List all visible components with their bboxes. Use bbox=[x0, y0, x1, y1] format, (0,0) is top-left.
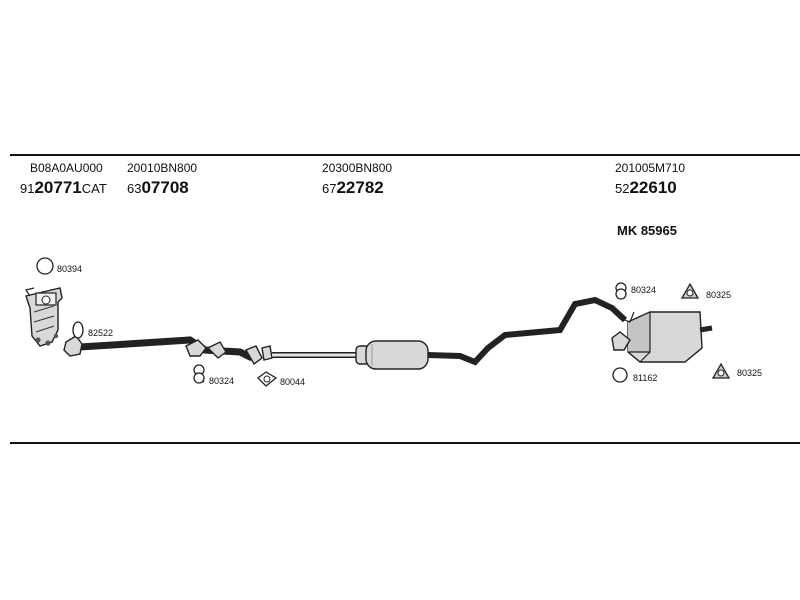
gasket-ring-icon bbox=[612, 367, 628, 383]
part-number: 20771 bbox=[34, 178, 81, 197]
fitting-80324-front: 80324 bbox=[193, 364, 234, 386]
svg-text:82522: 82522 bbox=[88, 328, 113, 338]
front-pipe-drawing bbox=[63, 335, 273, 366]
part-suffix: CAT bbox=[82, 181, 107, 196]
fitting-80394: 80394 bbox=[36, 257, 82, 275]
gasket-ring-icon bbox=[36, 257, 54, 275]
gasket-ring-icon bbox=[72, 321, 84, 339]
part-number: 22610 bbox=[629, 178, 676, 197]
catalytic-converter-drawing bbox=[25, 287, 63, 347]
middle-silencer-drawing bbox=[272, 296, 628, 370]
svg-text:5222610: 5222610 bbox=[615, 178, 677, 197]
part-prefix: 52 bbox=[615, 181, 629, 196]
fitting-80324-rear: 80324 bbox=[615, 282, 656, 300]
part-prefix: 91 bbox=[20, 181, 34, 196]
part-label-front-pipe: 20010BN800 6307708 bbox=[127, 161, 197, 197]
svg-text:6722782: 6722782 bbox=[322, 178, 384, 197]
part-prefix: 67 bbox=[322, 181, 336, 196]
svg-text:80394: 80394 bbox=[57, 264, 82, 274]
fitting-82522: 82522 bbox=[72, 321, 113, 339]
part-label-catalytic-converter: B08A0AU000 9120771CAT bbox=[20, 161, 107, 197]
svg-text:9120771CAT: 9120771CAT bbox=[20, 178, 107, 197]
svg-text:81162: 81162 bbox=[633, 373, 657, 383]
svg-text:80324: 80324 bbox=[631, 285, 656, 295]
svg-text:80325: 80325 bbox=[706, 290, 731, 300]
part-number: 07708 bbox=[141, 178, 188, 197]
fitting-80044: 80044 bbox=[257, 371, 305, 387]
svg-text:80324: 80324 bbox=[209, 376, 234, 386]
rear-silencer-drawing bbox=[611, 311, 713, 363]
oem-number: 201005M710 bbox=[615, 161, 685, 175]
part-number: 22782 bbox=[336, 178, 383, 197]
part-label-rear-silencer: 201005M710 5222610 MK 85965 bbox=[615, 161, 685, 238]
mounting-kit-number: MK 85965 bbox=[617, 223, 677, 238]
svg-text:6307708: 6307708 bbox=[127, 178, 189, 197]
part-label-middle-silencer: 20300BN800 6722782 bbox=[322, 161, 392, 197]
oem-number: B08A0AU000 bbox=[30, 161, 103, 175]
fitting-81162: 81162 bbox=[612, 367, 657, 383]
fitting-80325-top: 80325 bbox=[680, 282, 731, 300]
part-prefix: 63 bbox=[127, 181, 141, 196]
svg-text:80325: 80325 bbox=[737, 368, 762, 378]
oem-number: 20300BN800 bbox=[322, 161, 392, 175]
oem-number: 20010BN800 bbox=[127, 161, 197, 175]
svg-text:80044: 80044 bbox=[280, 377, 305, 387]
fitting-80325-bottom: 80325 bbox=[711, 362, 762, 379]
